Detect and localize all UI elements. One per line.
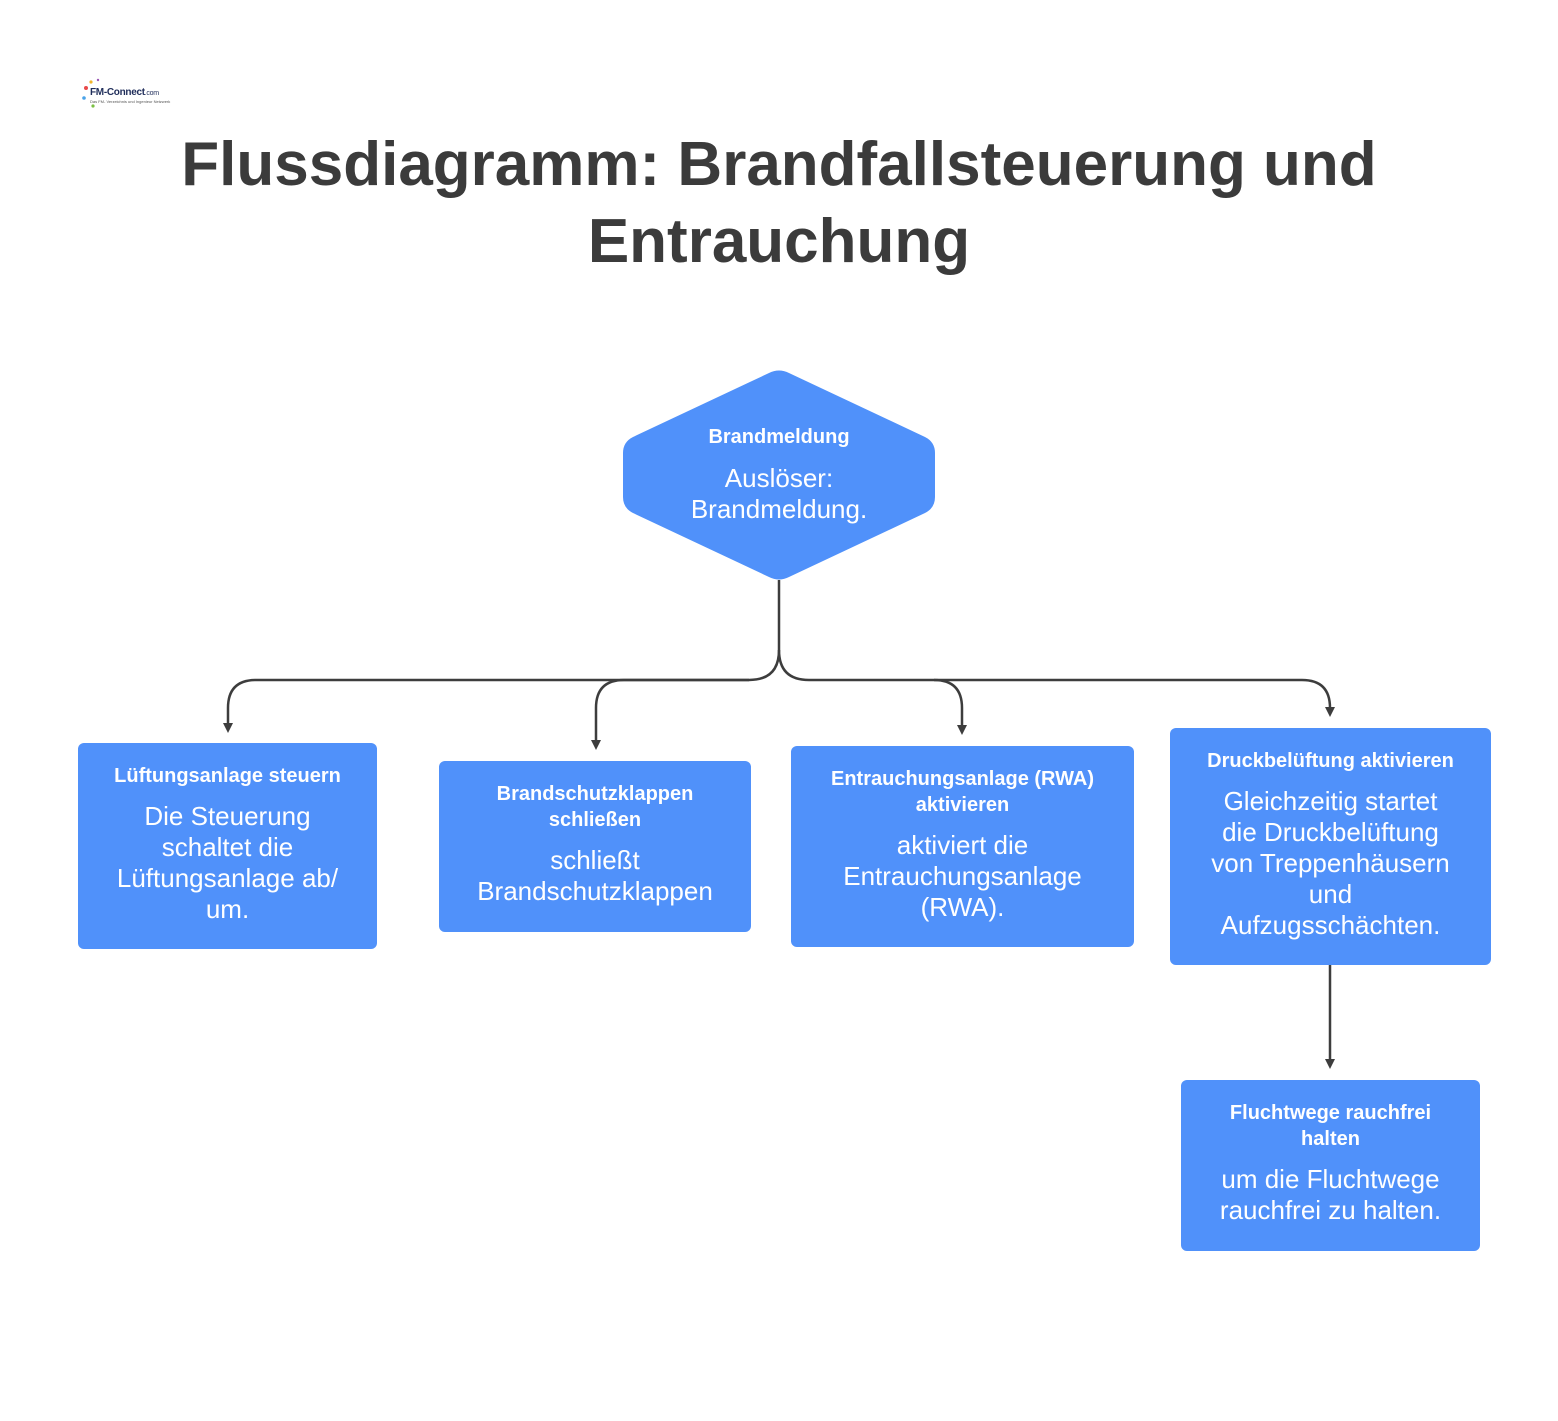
page-title: Flussdiagramm: Brandfallsteuerung und En… xyxy=(181,130,1377,276)
edge-to-rwa xyxy=(777,649,967,735)
node-brandschutzklappen-title: Brandschutzklappen schließen xyxy=(496,783,694,831)
logo-mark-icon xyxy=(82,78,100,108)
node-entrauchungsanlage: Entrauchungsanlage (RWA) aktivieren akti… xyxy=(791,746,1134,947)
start-node-shape xyxy=(623,370,935,580)
edge-to-lueftung xyxy=(223,649,781,733)
node-brandschutzklappen-desc: schließt Brandschutzklappen xyxy=(477,845,713,906)
node-druckbelueftung: Druckbelüftung aktivieren Gleichzeitig s… xyxy=(1170,728,1491,965)
node-druckbelueftung-desc: Gleichzeitig startet die Druckbelüftung … xyxy=(1211,786,1450,940)
start-node-title: Brandmeldung xyxy=(708,426,850,448)
node-lueftungsanlage-title: Lüftungsanlage steuern xyxy=(114,765,341,787)
node-entrauchungsanlage-title: Entrauchungsanlage (RWA) aktivieren xyxy=(831,768,1094,816)
node-fluchtwege: Fluchtwege rauchfrei halten um die Fluch… xyxy=(1181,1080,1480,1251)
node-brandschutzklappen: Brandschutzklappen schließen schließt Br… xyxy=(439,761,751,932)
start-node-desc: Auslöser: Brandmeldung. xyxy=(690,463,868,524)
logo-brand: FM-Connect.com xyxy=(90,87,159,98)
start-node: Brandmeldung Auslöser: Brandmeldung. xyxy=(623,424,935,525)
edge-to-druck xyxy=(934,678,1335,717)
node-lueftungsanlage-desc: Die Steuerung schaltet die Lüftungsanlag… xyxy=(116,801,339,924)
node-entrauchungsanlage-desc: aktiviert die Entrauchungsanlage (RWA). xyxy=(843,830,1082,922)
node-fluchtwege-desc: um die Fluchtwege rauchfrei zu halten. xyxy=(1219,1164,1442,1225)
node-fluchtwege-title: Fluchtwege rauchfrei halten xyxy=(1229,1102,1432,1150)
node-lueftungsanlage: Lüftungsanlage steuern Die Steuerung sch… xyxy=(78,743,377,949)
logo-tagline: Das FM- Verzeichnis und Ingenieur Netzwe… xyxy=(90,99,171,104)
fm-connect-logo: FM-Connect.com Das FM- Verzeichnis und I… xyxy=(80,78,170,112)
edge-to-klappen xyxy=(591,678,749,750)
node-druckbelueftung-title: Druckbelüftung aktivieren xyxy=(1207,750,1454,772)
